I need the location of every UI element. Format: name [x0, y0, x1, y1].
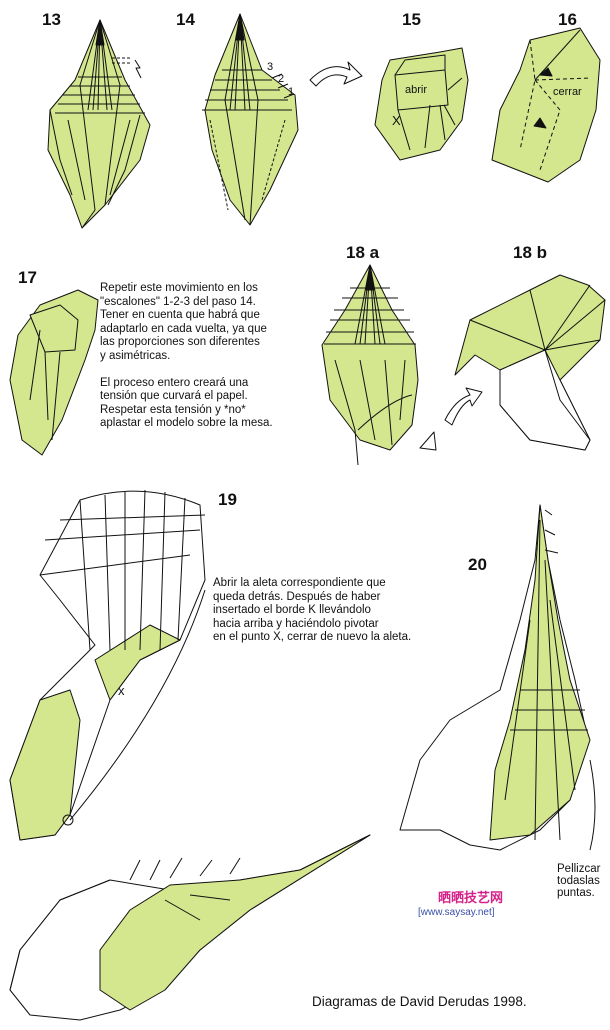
step-17-instructions: Repetir este movimiento en los "escalone…: [100, 282, 273, 431]
step-18a-figure: [322, 265, 418, 465]
step-16-figure: [492, 28, 600, 182]
step-18b-figure: [455, 275, 605, 450]
step-19-instructions: Abrir la aleta correspondiente que queda…: [213, 577, 411, 645]
layer-label-1: 1: [288, 86, 294, 98]
step-20-figure: [400, 505, 595, 850]
layer-label-2: 2: [278, 73, 284, 85]
step-17-figure: [10, 290, 98, 455]
step-15-figure: [375, 48, 468, 160]
step-14-figure: [202, 14, 298, 225]
watermark-site-name: 晒晒技艺网: [438, 887, 503, 906]
point-x-15: X: [392, 113, 401, 128]
step-19-figure: [10, 490, 205, 840]
cerrar-label: cerrar: [553, 86, 582, 98]
credit-line: Diagramas de David Derudas 1998.: [312, 995, 527, 1009]
watermark-url: [www.saysay.net]: [418, 907, 495, 918]
step-13-figure: [48, 20, 150, 228]
layer-label-3: 3: [267, 61, 273, 73]
final-model-figure: [10, 835, 370, 1020]
abrir-label: abrir: [405, 84, 427, 96]
step-20-instructions: Pellizcar todaslas puntas.: [557, 863, 600, 899]
point-x-19: x: [118, 683, 125, 698]
